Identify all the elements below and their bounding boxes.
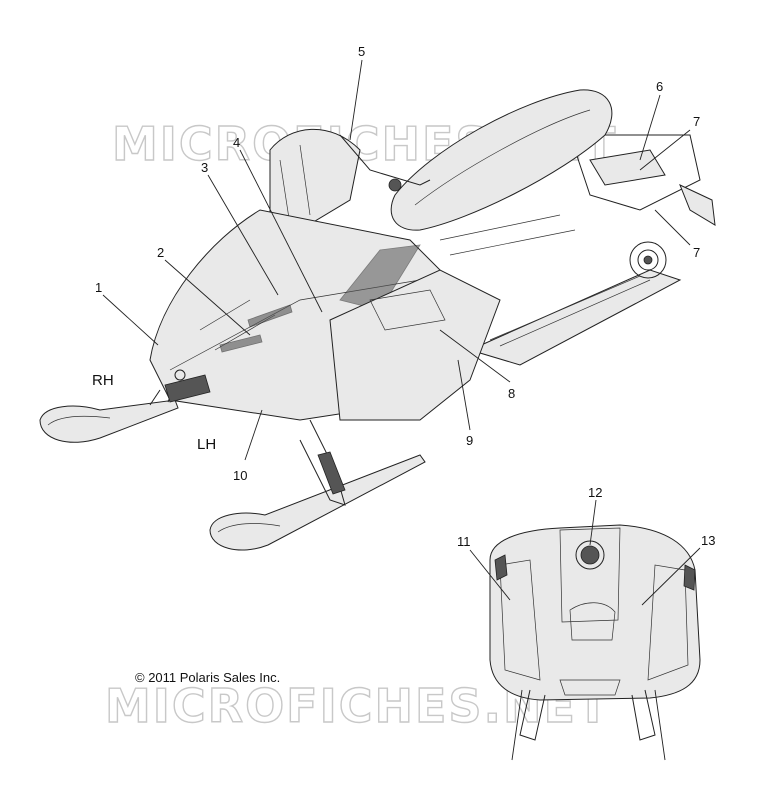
snowmobile-illustration bbox=[39, 89, 716, 551]
side-label-lh: LH bbox=[197, 436, 216, 453]
inset-rear-view bbox=[489, 524, 701, 741]
callout-8: 8 bbox=[508, 386, 515, 401]
callout-7-lower: 7 bbox=[693, 245, 700, 260]
callout-5: 5 bbox=[358, 44, 365, 59]
callout-10: 10 bbox=[233, 468, 247, 483]
callout-9: 9 bbox=[466, 433, 473, 448]
callout-7-upper: 7 bbox=[693, 114, 700, 129]
copyright-text: © 2011 Polaris Sales Inc. bbox=[135, 670, 280, 685]
callout-12: 12 bbox=[588, 485, 602, 500]
callout-labels: 1 2 3 4 5 6 7 7 8 9 10 11 12 13 bbox=[95, 44, 715, 549]
callout-3: 3 bbox=[201, 160, 208, 175]
callout-13: 13 bbox=[701, 533, 715, 548]
callout-1: 1 bbox=[95, 280, 102, 295]
leader-lines bbox=[102, 59, 701, 761]
side-label-rh: RH bbox=[92, 372, 114, 389]
callout-6: 6 bbox=[656, 79, 663, 94]
callout-11: 11 bbox=[457, 534, 471, 549]
callout-4: 4 bbox=[233, 135, 240, 150]
callout-2: 2 bbox=[157, 245, 164, 260]
